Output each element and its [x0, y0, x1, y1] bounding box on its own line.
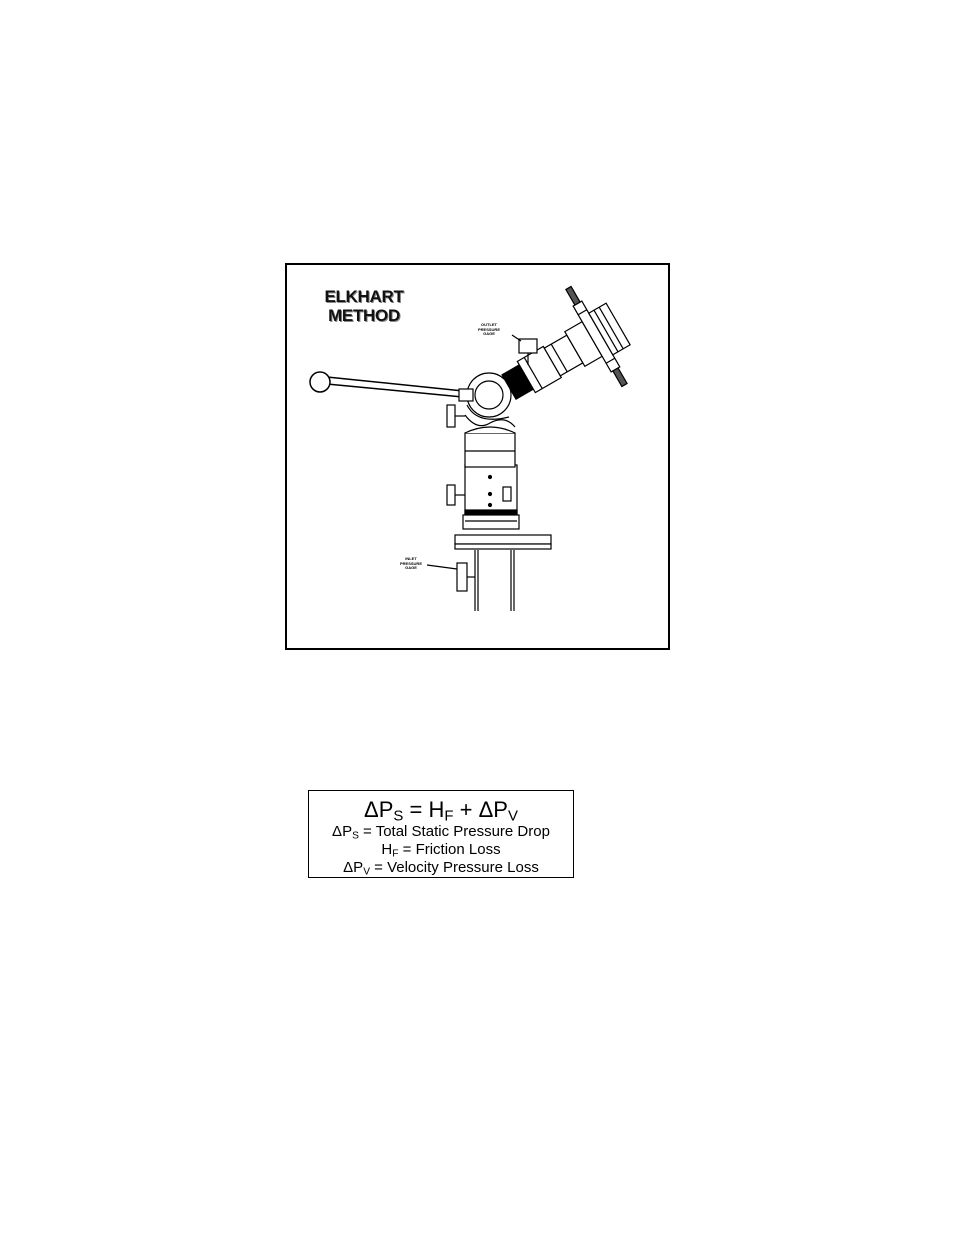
- inlet-gage: [426, 562, 475, 592]
- inlet-pipe: [474, 550, 515, 611]
- barrel-assembly: [501, 285, 631, 400]
- outlet-gage: [511, 334, 538, 365]
- pressure-drop-equation: ΔPS = HF + ΔPV: [364, 797, 518, 825]
- figure-title-line1: ELKHART: [324, 287, 404, 306]
- base-body: [462, 464, 520, 530]
- inlet-gage-label: INLET PRESSURE GAGE: [399, 556, 422, 570]
- lever-handle: [309, 371, 474, 402]
- side-handwheel-lower: [446, 484, 456, 506]
- definition-static-pressure-drop: ΔPS = Total Static Pressure Drop: [332, 823, 550, 842]
- formula-box: ΔPS = HF + ΔPV ΔPS = Total Static Pressu…: [308, 790, 574, 878]
- monitor-nozzle-drawing: [309, 285, 631, 611]
- lower-flange: [454, 534, 552, 545]
- definition-velocity-pressure-loss: ΔPV = Velocity Pressure Loss: [343, 859, 539, 878]
- figure-title: ELKHART METHOD: [309, 287, 419, 325]
- elbow: [466, 372, 512, 420]
- side-handwheel-upper: [446, 404, 456, 428]
- figure-title-line2: METHOD: [328, 306, 400, 325]
- swivel-section: [464, 414, 516, 468]
- outlet-gage-label: OUTLET PRESSURE GAGE: [477, 322, 500, 336]
- definition-friction-loss: HF = Friction Loss: [381, 841, 501, 860]
- elkhart-method-figure: ELKHART METHOD OUTLET PRESSURE GAGE INLE…: [285, 263, 670, 650]
